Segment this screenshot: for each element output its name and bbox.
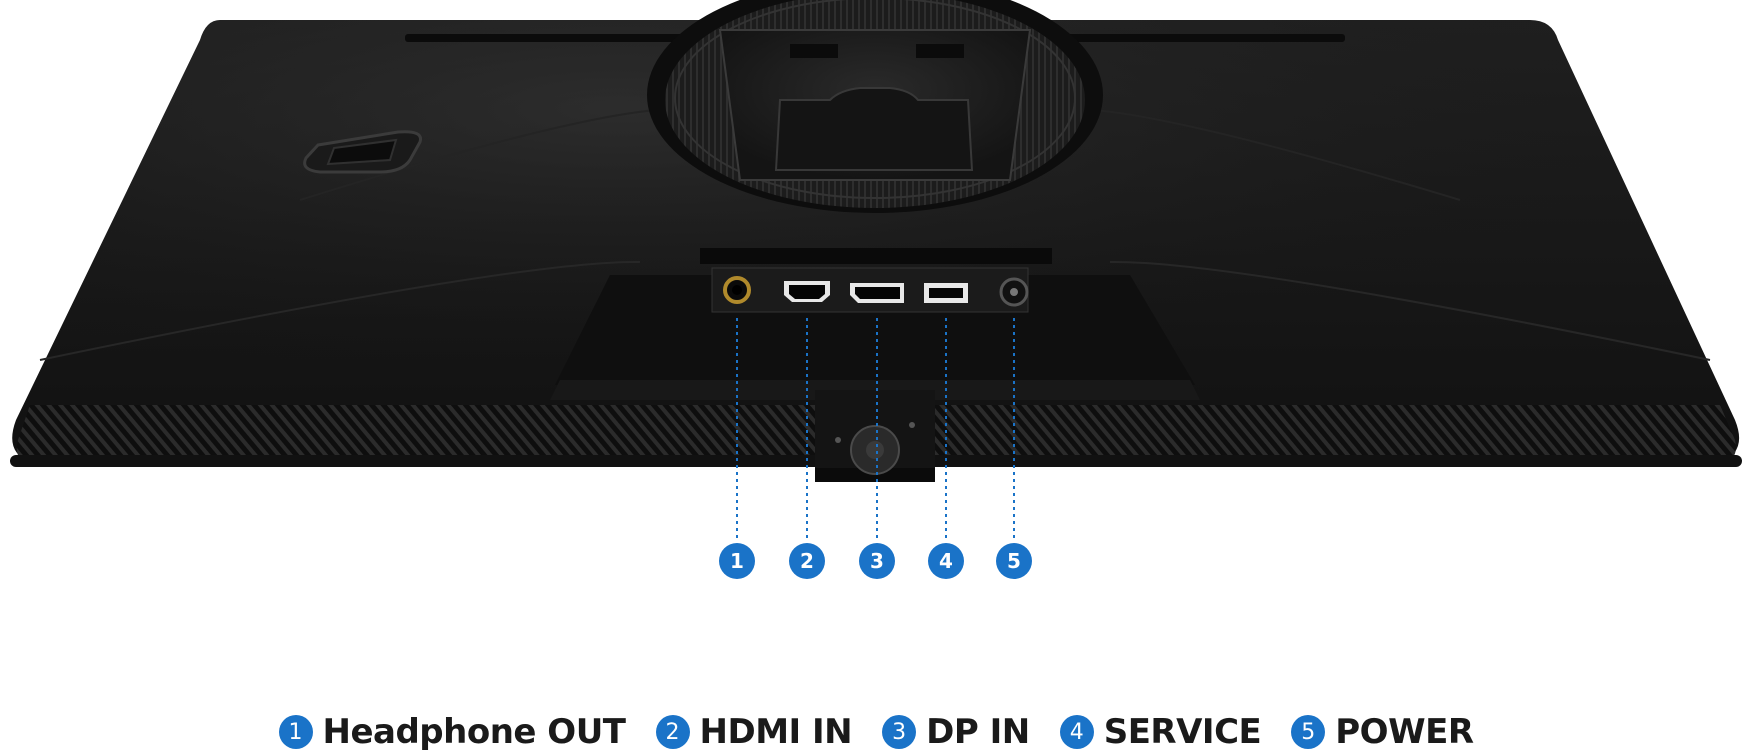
callout-marker-2 [789,543,825,579]
callout-marker-5 [996,543,1032,579]
legend-item-4: 4 SERVICE [1059,712,1262,752]
legend-label: Headphone OUT [322,712,627,752]
callout-number-5: 5 [1007,549,1021,573]
brand-logo-icon [303,130,423,174]
port-label-strip [700,248,1052,264]
legend-item-2: 2 HDMI IN [655,712,853,752]
callout-number-4: 4 [939,549,953,573]
legend-label: HDMI IN [699,712,853,752]
jog-controller [815,390,935,482]
displayport-icon [850,283,904,303]
callout-number-2: 2 [800,549,814,573]
port-legend: 1 Headphone OUT 2 HDMI IN 3 DP IN 4 SERVICE 5 POW… [0,708,1752,756]
legend-item-3: 3 DP IN [882,712,1030,752]
callout-number-1: 1 [730,549,744,573]
headphone-jack-icon [723,276,751,304]
legend-number-badge: 4 [1059,715,1094,749]
legend-number-badge: 3 [882,715,917,749]
callout-marker-4 [928,543,964,579]
stand-mount-plate [647,0,1103,213]
callout-marker-3 [859,543,895,579]
legend-label: POWER [1335,712,1474,752]
legend-number-badge: 1 [278,715,313,749]
usb-service-port-icon [924,283,968,303]
port-callouts: 1 2 3 4 5 [719,318,1032,579]
power-socket-icon [999,277,1029,307]
legend-number-badge: 2 [655,715,690,749]
legend-label: SERVICE [1103,712,1262,752]
callout-marker-1 [719,543,755,579]
legend-item-1: 1 Headphone OUT [278,712,627,752]
callout-number-3: 3 [870,549,884,573]
legend-label: DP IN [926,712,1030,752]
legend-item-5: 5 POWER [1291,712,1474,752]
legend-number-badge: 5 [1291,715,1326,749]
hdmi-port-icon [784,281,830,302]
